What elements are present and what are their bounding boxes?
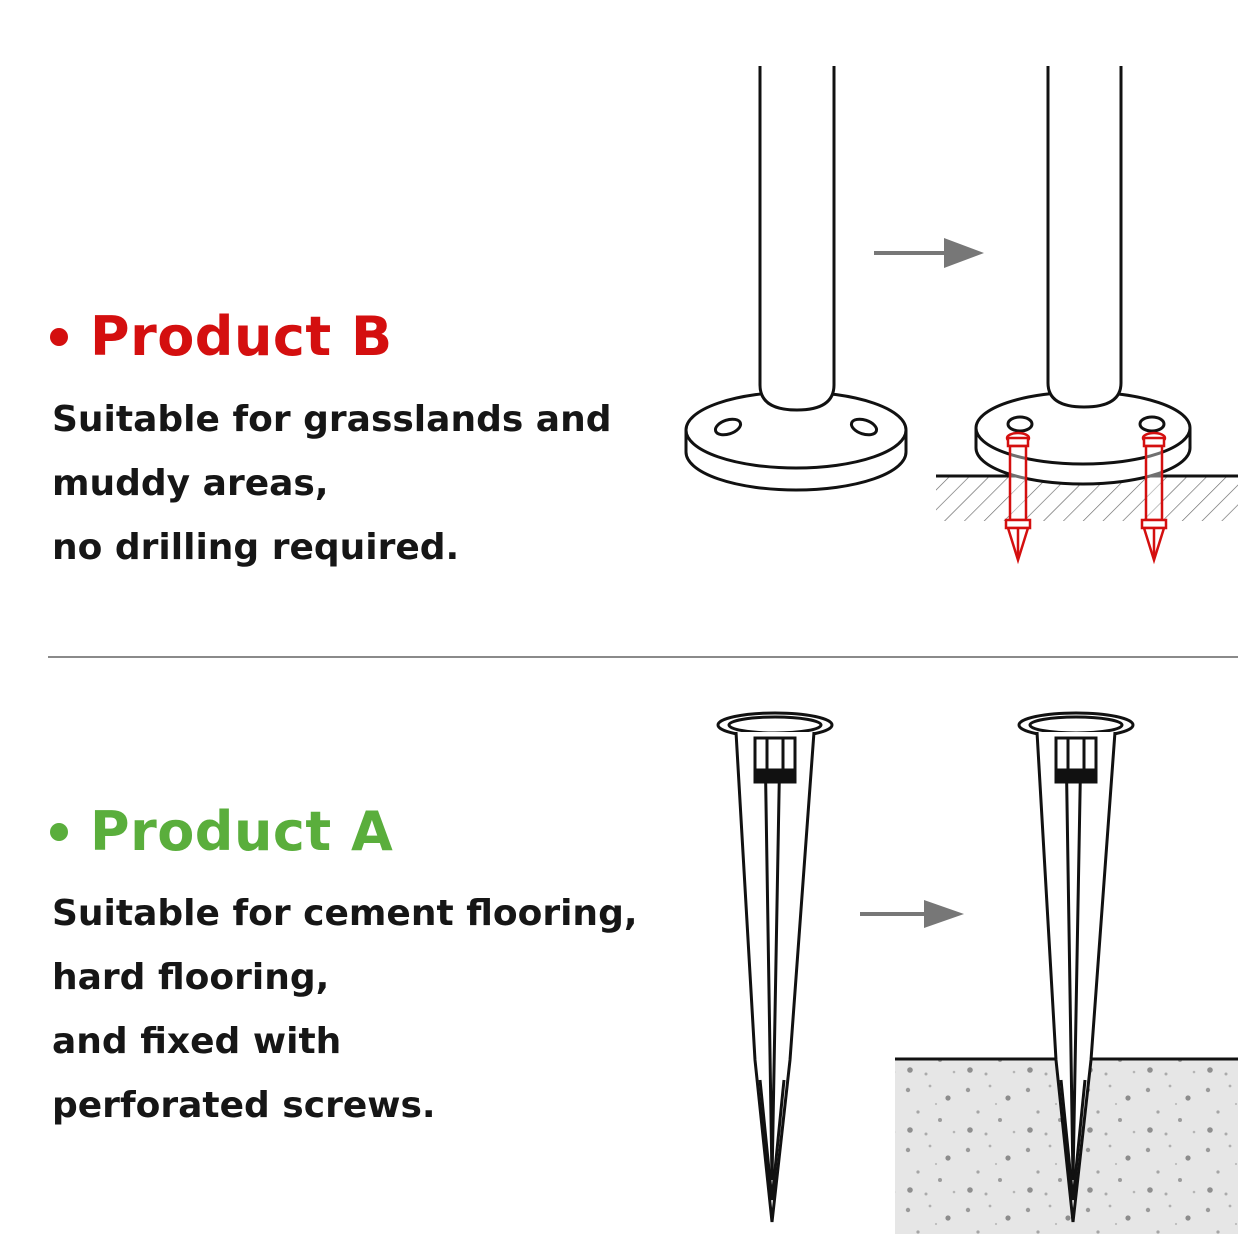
base-plate-pole-icon: [684, 66, 908, 492]
product-b-description: Suitable for grasslands and muddy areas,…: [52, 388, 612, 580]
product-a-bullet-icon: [50, 822, 68, 841]
ground-pin-right-icon: [1140, 431, 1168, 565]
product-b-desc-line-3: no drilling required.: [52, 527, 460, 568]
product-a-desc-line-4: perforated screws.: [52, 1085, 436, 1126]
product-a-description: Suitable for cement flooring, hard floor…: [52, 882, 638, 1138]
arrow-right-icon: [874, 238, 984, 268]
product-b-section: Product B Suitable for grasslands and mu…: [50, 305, 612, 580]
product-b-title: Product B: [90, 305, 393, 368]
base-plate-staked-icon: [974, 66, 1192, 486]
ground-spike-inserted-icon: [1017, 711, 1135, 1223]
product-a-section: Product A Suitable for cement flooring, …: [0, 660, 1254, 1254]
product-a-desc-line-3: and fixed with: [52, 1021, 342, 1062]
product-a-title: Product A: [90, 800, 394, 863]
product-a-desc-line-1: Suitable for cement flooring,: [52, 893, 638, 934]
section-divider: [48, 656, 1238, 658]
product-b-heading: Product B: [50, 305, 393, 368]
arrow-right-icon: [860, 900, 964, 928]
product-b-bullet-icon: [50, 327, 68, 346]
product-b-desc-line-2: muddy areas,: [52, 463, 329, 504]
ground-pin-left-icon: [1004, 431, 1032, 565]
ground-spike-icon: [716, 711, 834, 1223]
product-b-desc-line-1: Suitable for grasslands and: [52, 399, 612, 440]
product-a-heading: Product A: [50, 800, 393, 863]
product-a-desc-line-2: hard flooring,: [52, 957, 330, 998]
